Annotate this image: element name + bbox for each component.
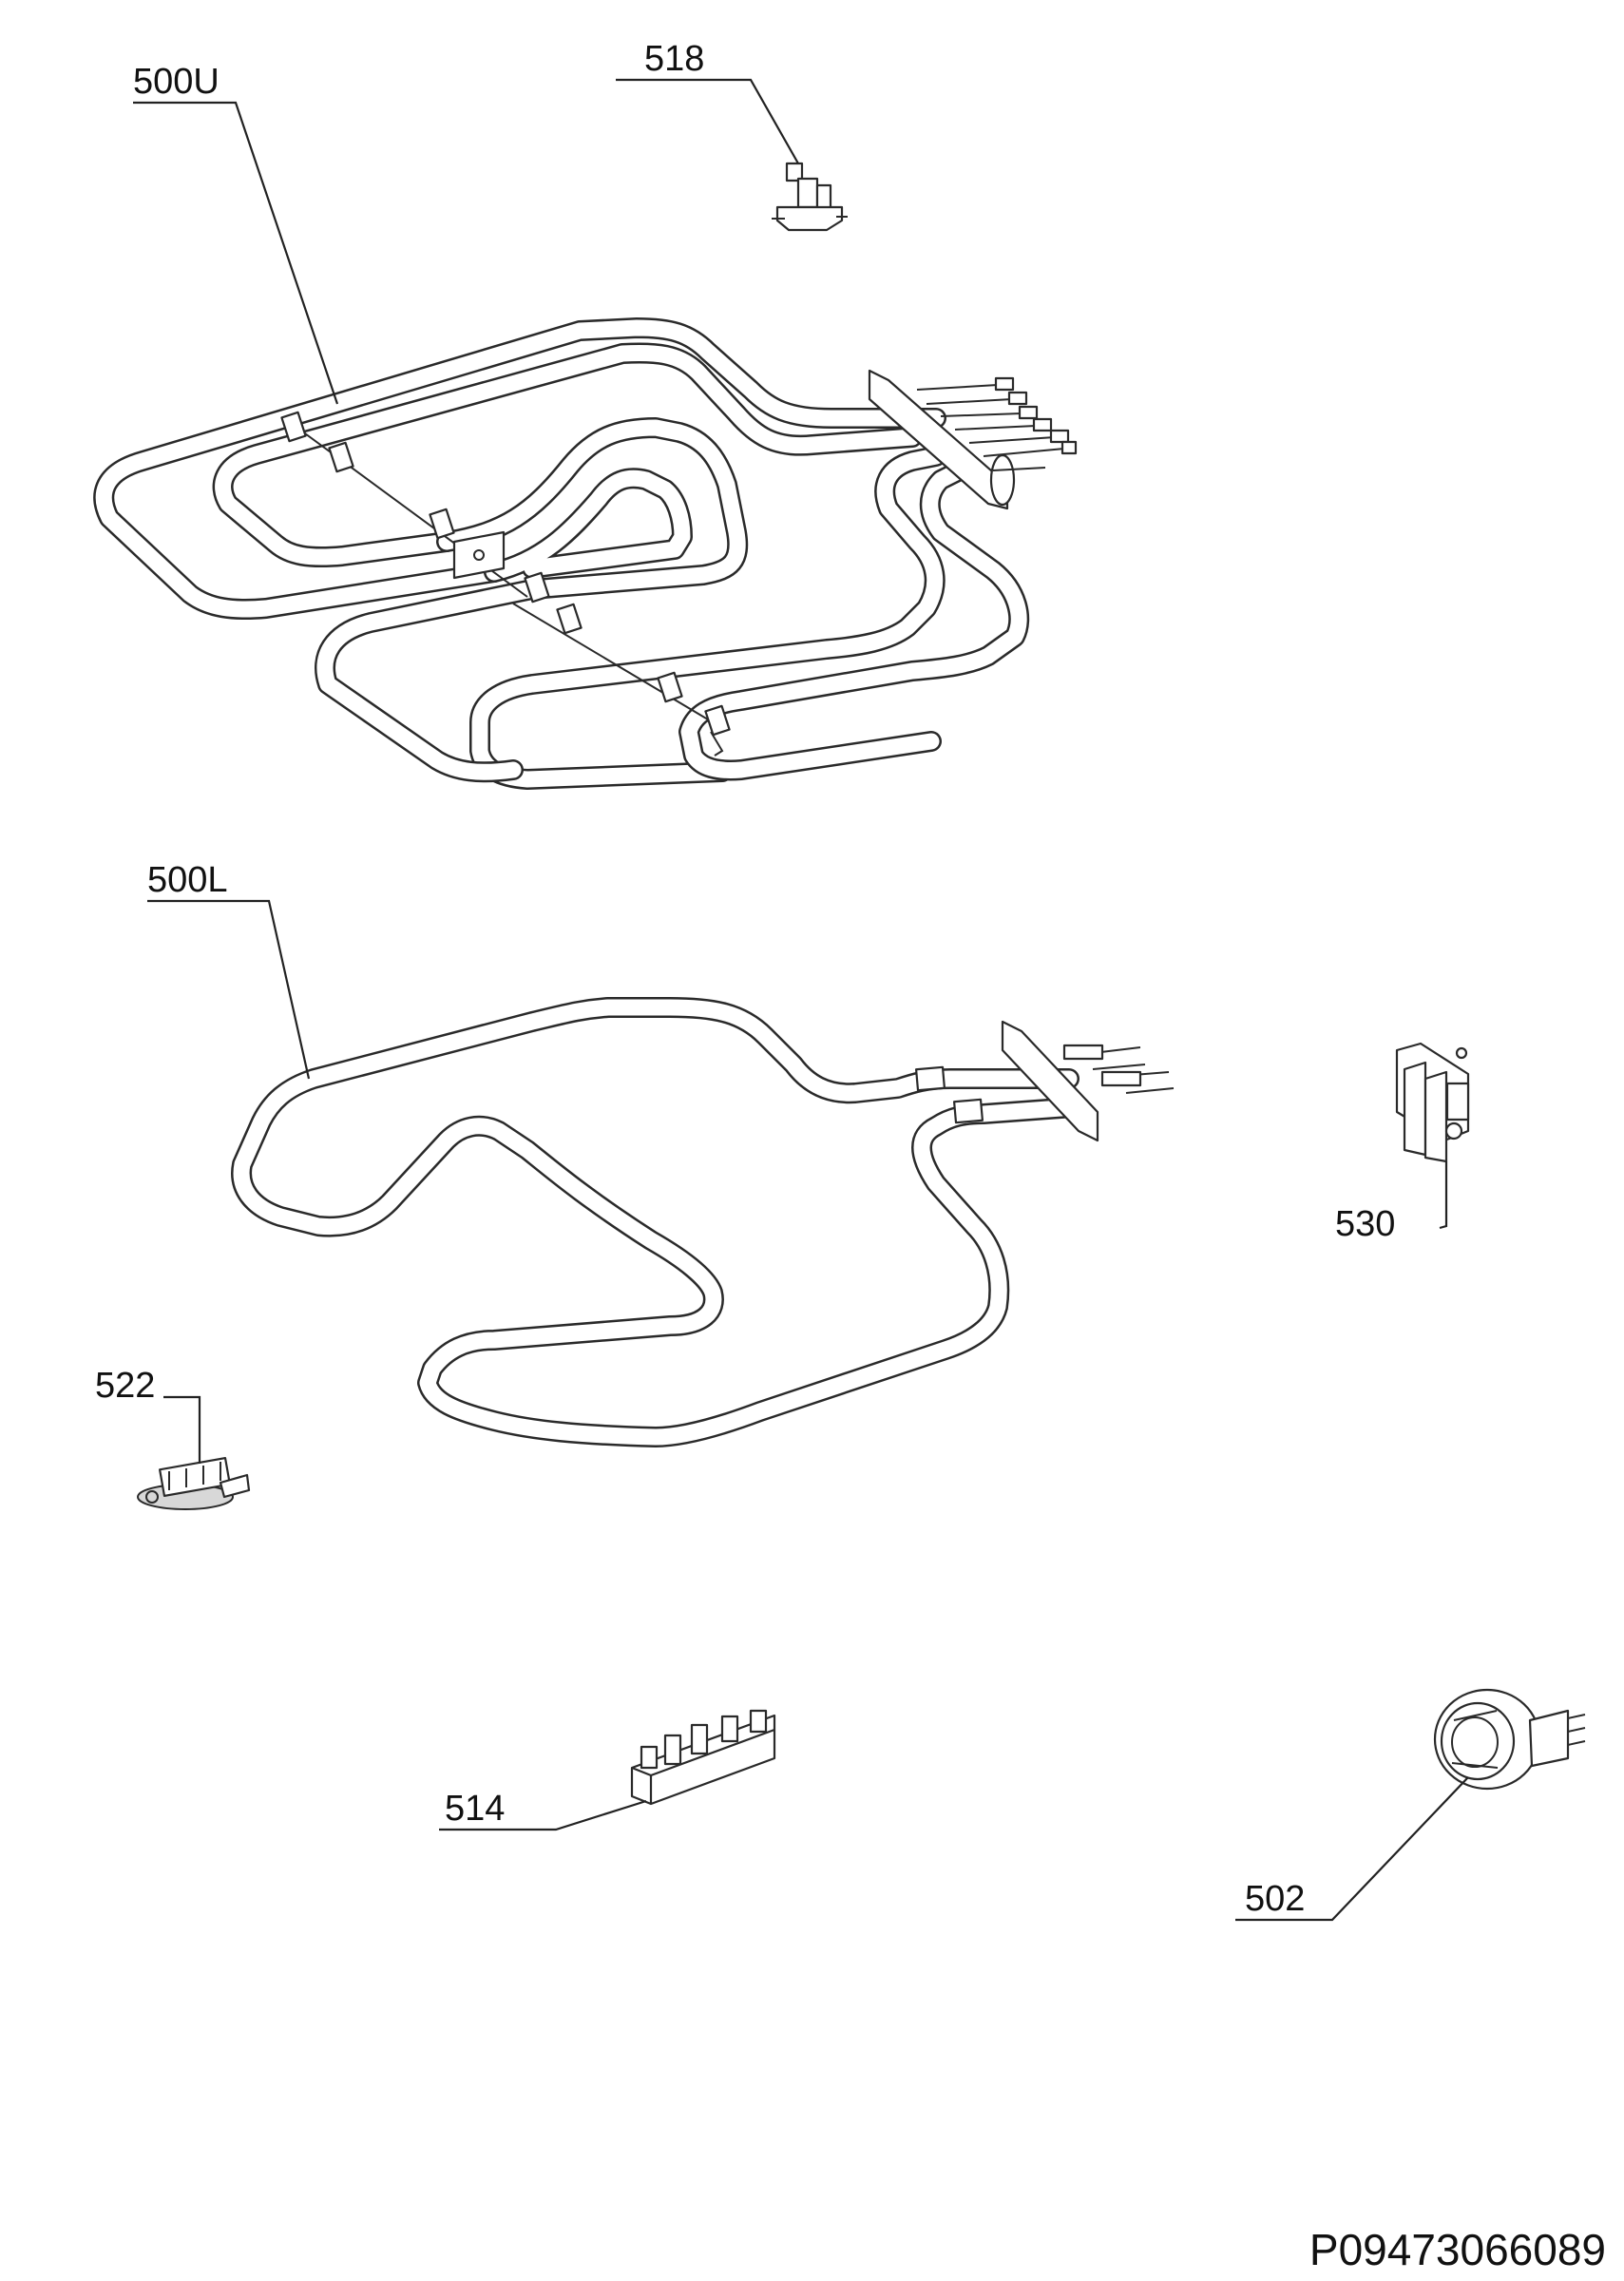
thermostat-518 <box>772 162 848 232</box>
upper-heating-element <box>93 317 1078 790</box>
leader-530 <box>1439 1161 1448 1230</box>
leader-500L <box>147 899 311 1080</box>
cutout-522 <box>137 1457 251 1510</box>
label-518: 518 <box>644 39 704 79</box>
label-514: 514 <box>445 1789 505 1829</box>
drawing-code: P09473066089 <box>1309 2225 1606 2274</box>
label-522: 522 <box>95 1366 155 1406</box>
leader-522 <box>163 1395 201 1464</box>
lower-heating-element <box>231 997 1175 1447</box>
label-500L: 500L <box>147 860 228 900</box>
leader-518 <box>616 78 799 164</box>
label-500U: 500U <box>133 62 220 102</box>
label-530: 530 <box>1335 1204 1395 1244</box>
label-502: 502 <box>1245 1879 1305 1919</box>
leader-502 <box>1235 1776 1469 1922</box>
oven-lamp-502 <box>1433 1688 1586 1791</box>
terminal-block-514 <box>630 1709 776 1806</box>
leader-500U <box>133 101 339 405</box>
cutout-530 <box>1395 1042 1470 1163</box>
leader-514 <box>439 1799 647 1831</box>
